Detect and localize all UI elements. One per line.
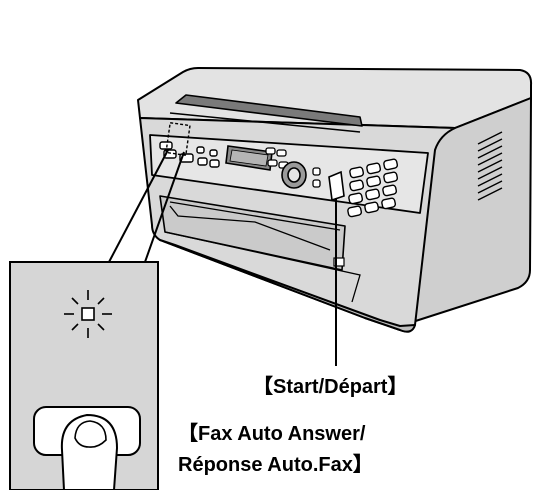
paper-tray-slot	[169, 201, 341, 231]
panel-button	[267, 159, 278, 167]
indicator-blink-rays	[64, 290, 112, 338]
panel-button	[197, 157, 208, 166]
paper-tray	[159, 195, 346, 271]
panel-button	[312, 167, 321, 176]
keypad-key	[366, 162, 382, 175]
keypad-key	[383, 158, 399, 171]
highlight-box	[165, 121, 191, 157]
dial-keypad	[347, 158, 399, 218]
inset-panel	[9, 261, 159, 491]
indicator-light	[81, 307, 95, 321]
keypad-key	[348, 192, 364, 205]
panel-button	[276, 149, 287, 157]
keypad-key	[347, 205, 363, 218]
panel-buttons-right	[312, 167, 321, 188]
navigator-key	[281, 161, 307, 189]
start-button-label: 【Start/Départ】	[253, 376, 408, 398]
paper-tray-tab	[333, 257, 345, 267]
keypad-key	[382, 184, 398, 197]
lcd-display-inner	[229, 149, 269, 167]
panel-button	[265, 147, 276, 155]
printer-base	[159, 239, 416, 333]
callout-lines	[108, 149, 185, 263]
panel-button	[209, 149, 218, 157]
printer-top-surface	[137, 67, 533, 129]
fingernail	[74, 420, 107, 448]
keypad-key	[349, 179, 365, 192]
start-button	[328, 170, 345, 202]
keypad-key	[381, 197, 397, 210]
paper-output-lip	[169, 112, 361, 133]
front-cover-line	[164, 231, 361, 303]
panel-button	[312, 179, 321, 188]
fax-auto-answer-label-line1: 【Fax Auto Answer/	[178, 423, 366, 445]
keypad-key	[366, 175, 382, 188]
keypad-key	[383, 171, 399, 184]
panel-buttons-left	[159, 141, 220, 168]
keypad-key	[365, 188, 381, 201]
fax-auto-answer-label-line2: Réponse Auto.Fax】	[178, 454, 373, 476]
panel-button	[159, 141, 173, 150]
keypad-key	[349, 166, 365, 179]
panel-buttons-mid	[265, 147, 289, 169]
panel-button	[209, 159, 220, 168]
paper-tray-guide	[169, 205, 331, 251]
keypad-key	[364, 201, 380, 214]
paper-output-slot	[175, 94, 363, 127]
panel-button	[196, 146, 205, 154]
side-vent	[477, 131, 503, 201]
